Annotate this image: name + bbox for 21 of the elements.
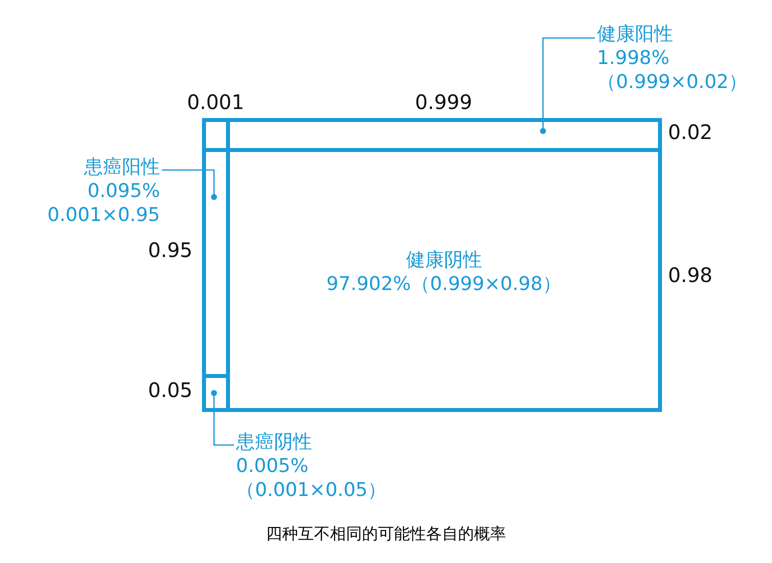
dimension-label: 0.05 [148, 378, 193, 402]
leader-line [211, 390, 234, 446]
dimension-label: 0.02 [668, 120, 713, 144]
formula-text: 0.001×0.95 [47, 203, 160, 227]
formula-text: （0.999×0.02） [597, 70, 748, 94]
dimension-label: 0.001 [187, 90, 244, 114]
callout-title: 健康阳性 [597, 22, 673, 46]
percentage-text: 1.998% [597, 46, 670, 70]
callout-title: 患癌阴性 [236, 430, 312, 454]
percentage-text: 0.005% [236, 454, 308, 478]
formula-text: （0.001×0.05） [236, 478, 387, 502]
region-title: 健康阴性 [406, 248, 482, 272]
leader-line [162, 169, 217, 200]
dimension-label: 0.999 [415, 90, 472, 114]
dimension-label: 0.98 [668, 263, 713, 287]
dimension-label: 0.95 [148, 238, 193, 262]
percentage-text: 97.902%（0.999×0.98） [326, 272, 562, 296]
leader-line [540, 37, 595, 134]
caption: 四种互不相同的可能性各自的概率 [266, 524, 506, 545]
percentage-text: 0.095% [88, 179, 160, 203]
callout-title: 患癌阳性 [84, 155, 160, 179]
